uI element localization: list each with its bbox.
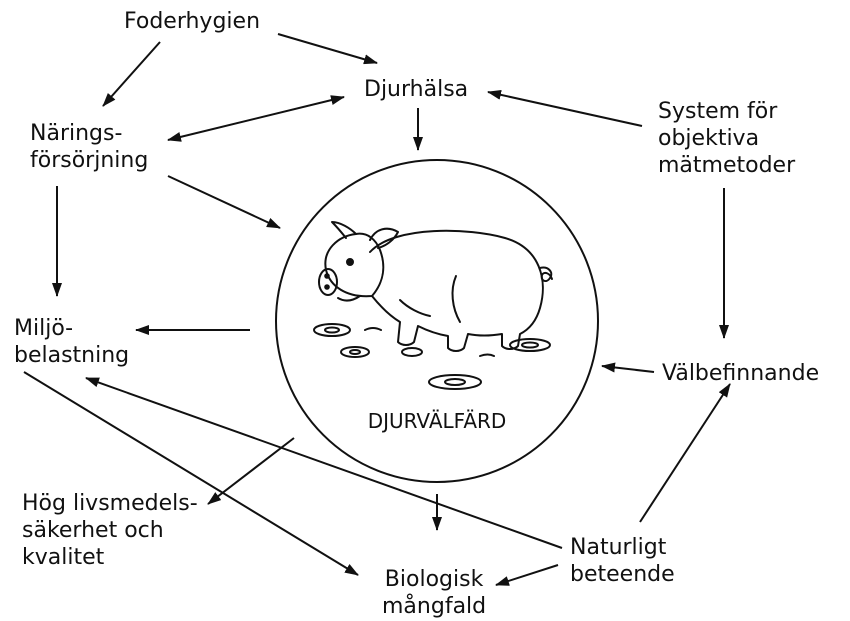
pig-ear-left [332,222,356,238]
node-system-line-3: mätmetoder [658,152,795,179]
node-naringsforsorjning: Närings- försörjning [30,120,148,174]
mud-puddles [314,324,550,389]
arrow-valbefinnande-to-center [602,366,654,372]
node-miljobelastning-line-1: Miljö- [14,315,129,342]
pig-head [325,234,383,297]
pig-ear-right [370,229,398,248]
pig-body [370,231,543,351]
node-naturligt-line-1: Naturligt [570,534,675,561]
arrow-naringsforsorjning-to-center [168,176,280,228]
node-livsmedel-line-3: kvalitet [22,544,198,571]
node-naringsforsorjning-line-2: försörjning [30,147,148,174]
arrow-naturligt-to-biologisk [496,565,558,585]
node-foderhygien-line: Foderhygien [124,8,260,35]
arrow-naturligt-to-valbefinnande [640,384,730,522]
node-foderhygien: Foderhygien [124,8,260,35]
arrow-djurhalsa-naringsforsorjning [168,97,344,140]
pig-eye [347,259,353,265]
pig-tail [540,268,552,281]
arrow-system-to-djurhalsa [488,92,642,126]
node-system-line-1: System för [658,98,795,125]
node-system-line-2: objektiva [658,125,795,152]
node-naturligt: Naturligt beteende [570,534,675,588]
node-livsmedel: Hög livsmedels- säkerhet och kvalitet [22,490,198,571]
node-biologisk-line-1: Biologisk [382,566,486,593]
node-miljobelastning-line-2: belastning [14,342,129,369]
welfare-circle [276,160,598,482]
center-label: DJURVÄLFÄRD [368,409,507,433]
node-djurhalsa-line: Djurhälsa [364,76,468,103]
node-biologisk-line-2: mångfald [382,593,486,620]
node-biologisk: Biologisk mångfald [382,566,486,620]
node-naturligt-line-2: beteende [570,561,675,588]
node-djurhalsa: Djurhälsa [364,76,468,103]
arrow-center-to-livsmedel [208,438,294,504]
node-livsmedel-line-1: Hög livsmedels- [22,490,198,517]
node-livsmedel-line-2: säkerhet och [22,517,198,544]
pig-illustration [314,222,552,389]
node-valbefinnande: Välbefinnande [662,360,819,387]
arrow-foderhygien-to-djurhalsa [278,34,377,63]
node-system: System för objektiva mätmetoder [658,98,795,179]
node-miljobelastning: Miljö- belastning [14,315,129,369]
node-naringsforsorjning-line-1: Närings- [30,120,148,147]
arrow-foderhygien-to-naringsforsorjning [103,42,160,106]
node-valbefinnande-line: Välbefinnande [662,360,819,387]
pig-snout [319,269,337,295]
